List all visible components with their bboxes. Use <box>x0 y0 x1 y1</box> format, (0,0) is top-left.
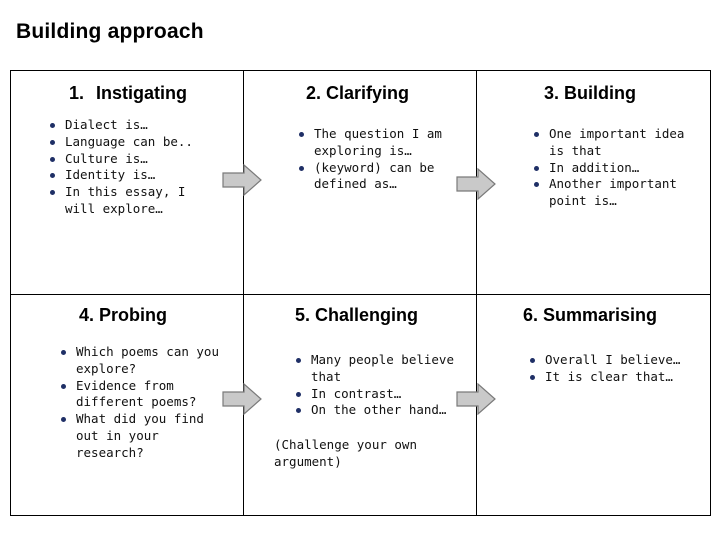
cell-challenging: 5. Challenging Many people believe that … <box>244 295 476 517</box>
cell-number: 1. <box>69 83 85 103</box>
list-item: Dialect is… <box>47 117 222 134</box>
bullet-list: The question I am exploring is… (keyword… <box>296 126 456 193</box>
list-item: In this essay, I will explore… <box>47 184 222 218</box>
cell-heading: 5. Challenging <box>295 305 419 325</box>
grid-divider-1 <box>243 71 244 515</box>
cell-heading: 6. Summarising <box>523 305 658 325</box>
list-item: In addition… <box>531 160 706 177</box>
bullet-list: Dialect is… Language can be.. Culture is… <box>47 117 222 218</box>
cell-heading: 4. Probing <box>79 305 168 325</box>
note-text: (Challenge your own argument) <box>274 437 417 469</box>
list-item: Overall I believe… <box>527 352 702 369</box>
approach-grid: 1. Instigating Dialect is… Language can b… <box>10 70 711 516</box>
right-arrow-icon <box>456 383 496 415</box>
list-item: One important idea is that <box>531 126 706 160</box>
list-item: In contrast… <box>293 386 458 403</box>
cell-heading: 2. Clarifying <box>306 83 410 103</box>
right-arrow-icon <box>456 168 496 200</box>
list-item: Which poems can you explore? <box>58 344 228 378</box>
list-item: Culture is… <box>47 151 222 168</box>
page-title: Building approach <box>16 20 204 43</box>
list-item: What did you find out in your research? <box>58 411 228 461</box>
cell-probing: 4. Probing Which poems can you explore? … <box>11 295 243 517</box>
list-item: Identity is… <box>47 167 222 184</box>
grid-divider-2 <box>476 71 477 515</box>
cell-instigating: 1. Instigating Dialect is… Language can b… <box>11 71 243 294</box>
cell-clarifying: 2. Clarifying The question I am explorin… <box>244 71 476 294</box>
list-item: Many people believe that <box>293 352 458 386</box>
list-item: (keyword) can be defined as… <box>296 160 456 194</box>
right-arrow-icon <box>222 164 262 196</box>
bullet-list: Which poems can you explore? Evidence fr… <box>58 344 228 462</box>
right-arrow-icon <box>222 383 262 415</box>
cell-heading-text: Instigating <box>96 83 188 103</box>
cell-heading: 1. Instigating <box>69 83 187 104</box>
list-item: Another important point is… <box>531 176 706 210</box>
list-item: It is clear that… <box>527 369 702 386</box>
bullet-list: One important idea is that In addition… … <box>531 126 706 210</box>
bullet-list: Overall I believe… It is clear that… <box>527 352 702 386</box>
list-item: On the other hand… <box>293 402 458 419</box>
cell-heading: 3. Building <box>544 83 636 103</box>
cell-building: 3. Building One important idea is that I… <box>477 71 711 294</box>
cell-summarising: 6. Summarising Overall I believe… It is … <box>477 295 711 517</box>
bullet-list: Many people believe that In contrast… On… <box>293 352 458 419</box>
list-item: The question I am exploring is… <box>296 126 456 160</box>
list-item: Language can be.. <box>47 134 222 151</box>
grid-divider-row <box>11 294 710 295</box>
list-item: Evidence from different poems? <box>58 378 228 412</box>
